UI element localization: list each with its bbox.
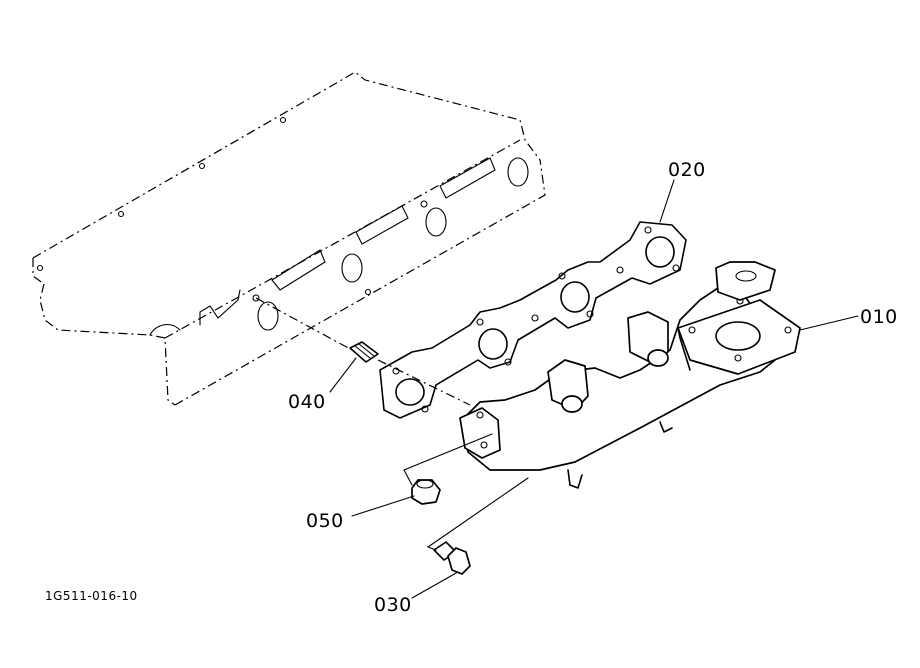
callout-020: 020 [668, 159, 706, 181]
callout-040: 040 [288, 391, 326, 413]
cylinder-head-outline [32, 71, 546, 406]
manifold-gasket-020 [379, 221, 687, 419]
leader-lines [329, 179, 859, 599]
callout-030: 030 [374, 594, 412, 616]
flange-nut-050 [403, 433, 493, 505]
flange-bolt-030 [427, 477, 529, 575]
callout-050: 050 [306, 510, 344, 532]
callout-010: 010 [860, 306, 898, 328]
exhaust-manifold-010 [459, 261, 801, 489]
stud-bolt-040 [255, 297, 471, 406]
drawing-code: 1G511-016-10 [45, 589, 138, 603]
